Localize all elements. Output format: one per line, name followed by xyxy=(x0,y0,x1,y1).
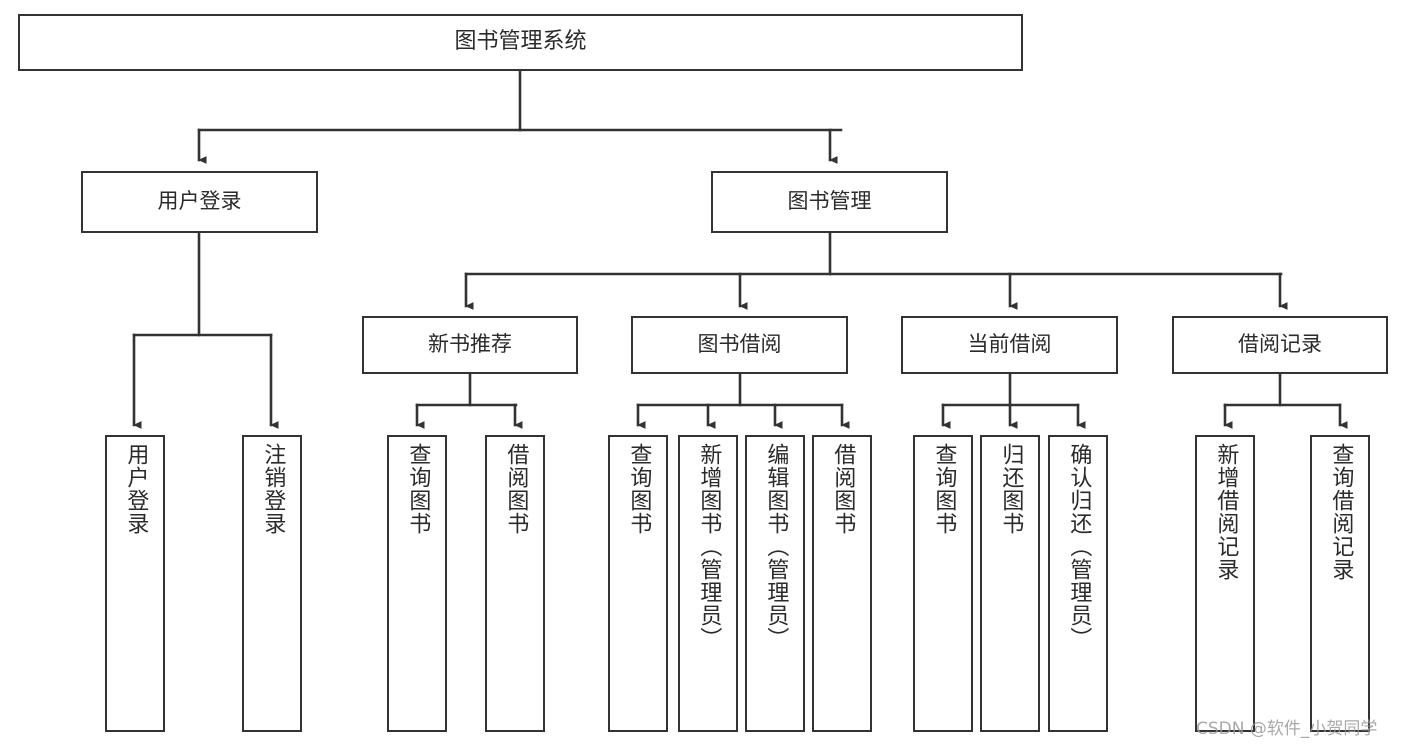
leaf-current-return-book[interactable]: 归还图书 xyxy=(980,435,1040,732)
node-label: 查询图书 xyxy=(931,443,957,535)
leaf-borrow-add-book-admin[interactable]: 新增图书（管理员） xyxy=(678,435,738,732)
leaf-user-login-login[interactable]: 用户登录 xyxy=(105,435,165,732)
node-new-book-recommend[interactable]: 新书推荐 xyxy=(362,316,578,374)
node-label: 用户登录 xyxy=(157,189,242,214)
node-label: 确认归还（管理员） xyxy=(1066,443,1092,650)
leaf-user-login-logout[interactable]: 注销登录 xyxy=(242,435,302,732)
node-label: 新增借阅记录 xyxy=(1213,443,1239,581)
leaf-recommend-query-book[interactable]: 查询图书 xyxy=(387,435,447,732)
node-label: 图书管理 xyxy=(787,189,872,214)
leaf-recommend-borrow-book[interactable]: 借阅图书 xyxy=(485,435,545,732)
leaf-record-query-record[interactable]: 查询借阅记录 xyxy=(1310,435,1370,732)
node-label: 归还图书 xyxy=(998,443,1024,535)
node-borrow-record[interactable]: 借阅记录 xyxy=(1172,316,1388,374)
node-label: 图书管理系统 xyxy=(454,29,587,55)
node-label: 查询图书 xyxy=(405,443,431,535)
leaf-record-add-record[interactable]: 新增借阅记录 xyxy=(1195,435,1255,732)
leaf-borrow-edit-book-admin[interactable]: 编辑图书（管理员） xyxy=(745,435,805,732)
node-label: 新书推荐 xyxy=(428,332,512,357)
node-root-library-system[interactable]: 图书管理系统 xyxy=(18,14,1023,71)
csdn-watermark: CSDN @软件_小贺同学 xyxy=(1196,719,1378,739)
node-label: 当前借阅 xyxy=(967,332,1052,357)
leaf-borrow-query-book[interactable]: 查询图书 xyxy=(608,435,668,732)
node-label: 借阅图书 xyxy=(830,443,856,535)
leaf-current-confirm-return-admin[interactable]: 确认归还（管理员） xyxy=(1048,435,1108,732)
node-user-login[interactable]: 用户登录 xyxy=(81,171,318,233)
node-label: 编辑图书（管理员） xyxy=(763,443,789,650)
node-label: 查询图书 xyxy=(626,443,652,535)
node-current-borrow[interactable]: 当前借阅 xyxy=(901,316,1118,374)
leaf-current-query-book[interactable]: 查询图书 xyxy=(913,435,973,732)
node-book-management[interactable]: 图书管理 xyxy=(711,171,948,233)
node-label: 用户登录 xyxy=(123,443,149,535)
node-label: 图书借阅 xyxy=(697,332,782,357)
node-label: 借阅图书 xyxy=(503,443,529,535)
node-label: 借阅记录 xyxy=(1238,332,1322,357)
leaf-borrow-borrow-book[interactable]: 借阅图书 xyxy=(812,435,872,732)
node-label: 注销登录 xyxy=(260,443,286,535)
node-label: 查询借阅记录 xyxy=(1328,443,1354,581)
node-book-borrow[interactable]: 图书借阅 xyxy=(631,316,848,374)
node-label: 新增图书（管理员） xyxy=(696,443,722,650)
